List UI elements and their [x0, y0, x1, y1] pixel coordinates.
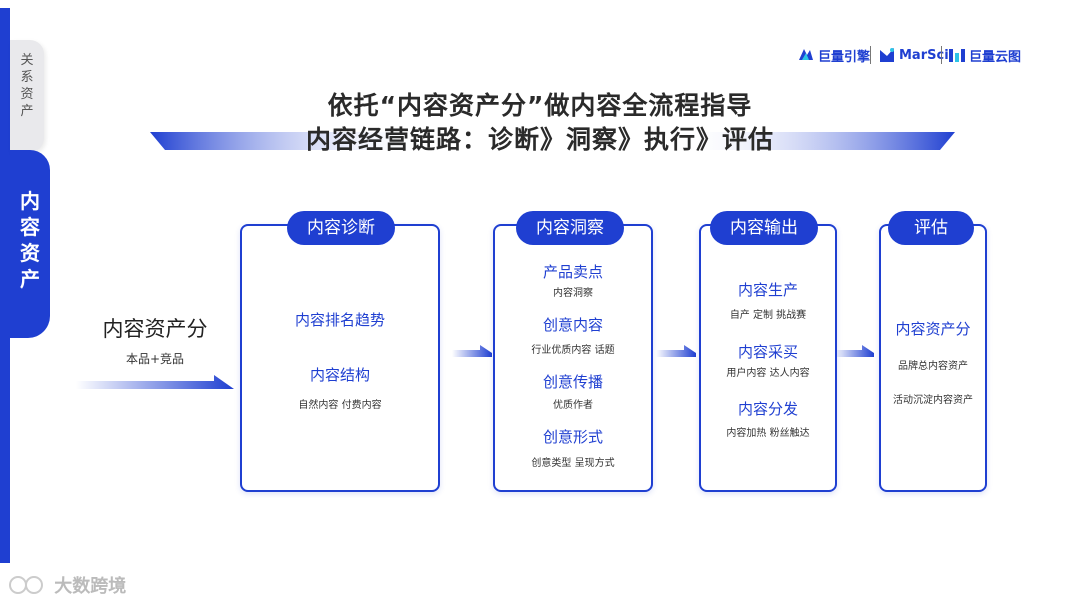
- stage-box-output: [699, 224, 837, 492]
- input-arrow: [76, 375, 234, 389]
- watermark-logo-icon: [9, 576, 43, 594]
- stage-item-sub: 用户内容 达人内容: [726, 368, 810, 379]
- logo-juliang-engine: 巨量引擎: [797, 44, 870, 66]
- logo3-text: 巨量云图: [969, 49, 1022, 65]
- watermark-text: 大数跨境: [54, 576, 127, 597]
- logo-marsci: MarSci: [878, 44, 949, 66]
- juliang-yuntu-icon: [949, 49, 965, 62]
- stage-item-title: 创意内容: [542, 316, 603, 334]
- stage-box-evaluation: [879, 224, 987, 492]
- stage-pill-insight: 内容洞察: [516, 211, 624, 245]
- stage-item-title: 创意形式: [542, 428, 603, 446]
- flow-arrow-1: [452, 345, 492, 357]
- stage-item-title: 创意传播: [542, 373, 603, 391]
- stage-item-sub: 创意类型 呈现方式: [531, 458, 615, 469]
- stage-item-title: 产品卖点: [542, 263, 603, 281]
- logo1-text: 巨量引擎: [818, 49, 871, 65]
- tab-relationship-assets[interactable]: [10, 40, 44, 152]
- tab-label-text: 关系资产: [20, 53, 34, 119]
- stage-pill-diagnosis: 内容诊断: [287, 211, 395, 245]
- stage-item-sub: 活动沉淀内容资产: [893, 395, 973, 406]
- watermark: 大数跨境: [8, 572, 126, 598]
- stage-item-sub: 品牌总内容资产: [898, 361, 968, 372]
- stage-item-sub: 自然内容 付费内容: [298, 400, 382, 411]
- flow-arrow-3: [834, 345, 874, 357]
- tab-content-assets-label: 内容资产: [10, 188, 50, 292]
- stage-item-sub: 优质作者: [553, 400, 593, 411]
- stage-pill-output: 内容输出: [710, 211, 818, 245]
- stage-item-title: 内容采买: [737, 343, 798, 361]
- title-line-1: 依托“内容资产分”做内容全流程指导: [327, 91, 753, 120]
- stage-item-title: 内容排名趋势: [294, 311, 385, 329]
- stage-item-sub: 行业优质内容 话题: [531, 345, 615, 356]
- stage-item-title: 内容资产分: [895, 320, 971, 338]
- tab-label-text: 内容资产: [20, 189, 40, 291]
- stage-box-insight: [493, 224, 653, 492]
- sidebar-accent-bar: [0, 8, 10, 563]
- stage-item-sub: 自产 定制 挑战赛: [729, 310, 807, 321]
- stage-item-sub: 内容洞察: [553, 288, 593, 299]
- logo-divider: [941, 46, 942, 64]
- flow-arrow-2: [656, 345, 696, 357]
- logo-divider: [870, 46, 871, 64]
- stage-item-title: 内容生产: [737, 281, 798, 299]
- stage-box-diagnosis: [240, 224, 440, 492]
- stage-pill-evaluation: 评估: [888, 211, 974, 245]
- title-line-2: 内容经营链路：诊断》洞察》执行》评估: [305, 125, 774, 154]
- title-underline-ribbon: [150, 132, 955, 150]
- stage-item-title: 内容分发: [737, 400, 798, 418]
- logo2-text: MarSci: [899, 47, 949, 63]
- input-label: 内容资产分: [102, 317, 208, 341]
- stage-item-title: 内容结构: [309, 366, 370, 384]
- logo-juliang-yuntu: 巨量云图: [948, 44, 1021, 66]
- tab-relationship-assets-label: 关系资产: [10, 52, 44, 120]
- input-sub: 本品+竞品: [125, 352, 185, 366]
- tab-content-assets[interactable]: [10, 150, 50, 338]
- stage-item-sub: 内容加热 粉丝触达: [726, 428, 810, 439]
- marsci-icon: [880, 48, 894, 62]
- juliang-engine-icon: [799, 49, 813, 60]
